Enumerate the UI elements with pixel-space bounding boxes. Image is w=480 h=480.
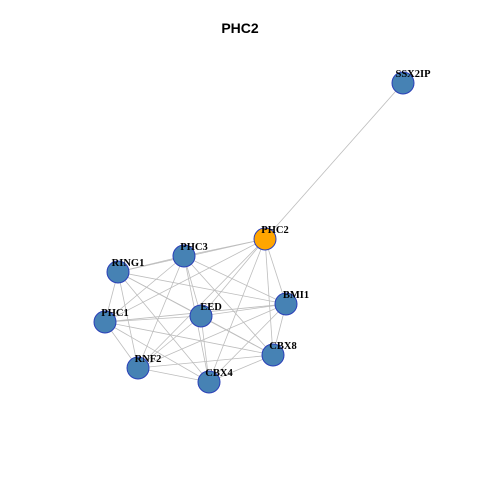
- node-phc3[interactable]: [172, 244, 196, 268]
- node-bmi1[interactable]: [274, 292, 298, 316]
- edge-phc1-cbx4: [104, 321, 210, 383]
- edges-layer: [104, 82, 404, 383]
- graph-title: PHC2: [221, 20, 259, 36]
- edge-phc3-phc1: [104, 255, 185, 323]
- edge-phc1-cbx8: [104, 321, 274, 356]
- edge-ring1-cbx4: [117, 271, 210, 383]
- node-label-bmi1: BMI1: [283, 290, 309, 301]
- node-phc2[interactable]: [253, 227, 277, 251]
- nodes-layer: [93, 71, 415, 394]
- edge-phc3-bmi1: [183, 255, 287, 305]
- edge-eed-cbx8: [200, 315, 274, 356]
- node-cbx8[interactable]: [261, 343, 285, 367]
- edge-rnf2-cbx4: [137, 367, 210, 383]
- edge-cbx8-cbx4: [208, 354, 274, 383]
- edge-cbx8-rnf2: [137, 354, 274, 369]
- edge-bmi1-eed: [200, 303, 287, 317]
- node-label-cbx8: CBX8: [269, 341, 296, 352]
- edge-eed-rnf2: [137, 315, 202, 369]
- edge-phc2-rnf2: [137, 238, 266, 369]
- edge-bmi1-cbx4: [208, 303, 287, 383]
- node-rnf2[interactable]: [126, 356, 150, 380]
- node-label-cbx4: CBX4: [205, 368, 233, 379]
- node-eed[interactable]: [189, 304, 213, 328]
- edge-phc2-cbx8: [264, 238, 274, 356]
- edge-eed-phc1: [104, 315, 202, 323]
- edge-phc2-phc1: [104, 238, 266, 323]
- edge-phc3-rnf2: [137, 255, 185, 369]
- edge-phc2-eed: [200, 238, 266, 317]
- node-label-eed: EED: [200, 302, 222, 313]
- node-ssx2ip[interactable]: [391, 71, 415, 95]
- node-label-ssx2ip: SSX2IP: [395, 69, 431, 80]
- node-label-ring1: RING1: [112, 258, 145, 269]
- edge-phc3-cbx8: [183, 255, 274, 356]
- edge-ssx2ip-phc2: [264, 82, 404, 240]
- node-label-phc1: PHC1: [101, 308, 128, 319]
- node-phc1[interactable]: [93, 310, 117, 334]
- node-cbx4[interactable]: [197, 370, 221, 394]
- node-label-phc2: PHC2: [261, 225, 288, 236]
- edge-bmi1-rnf2: [137, 303, 287, 369]
- node-label-rnf2: RNF2: [135, 354, 162, 365]
- edge-ring1-bmi1: [117, 271, 287, 305]
- edge-phc2-cbx4: [208, 238, 266, 383]
- node-ring1[interactable]: [106, 260, 130, 284]
- node-label-phc3: PHC3: [180, 242, 207, 253]
